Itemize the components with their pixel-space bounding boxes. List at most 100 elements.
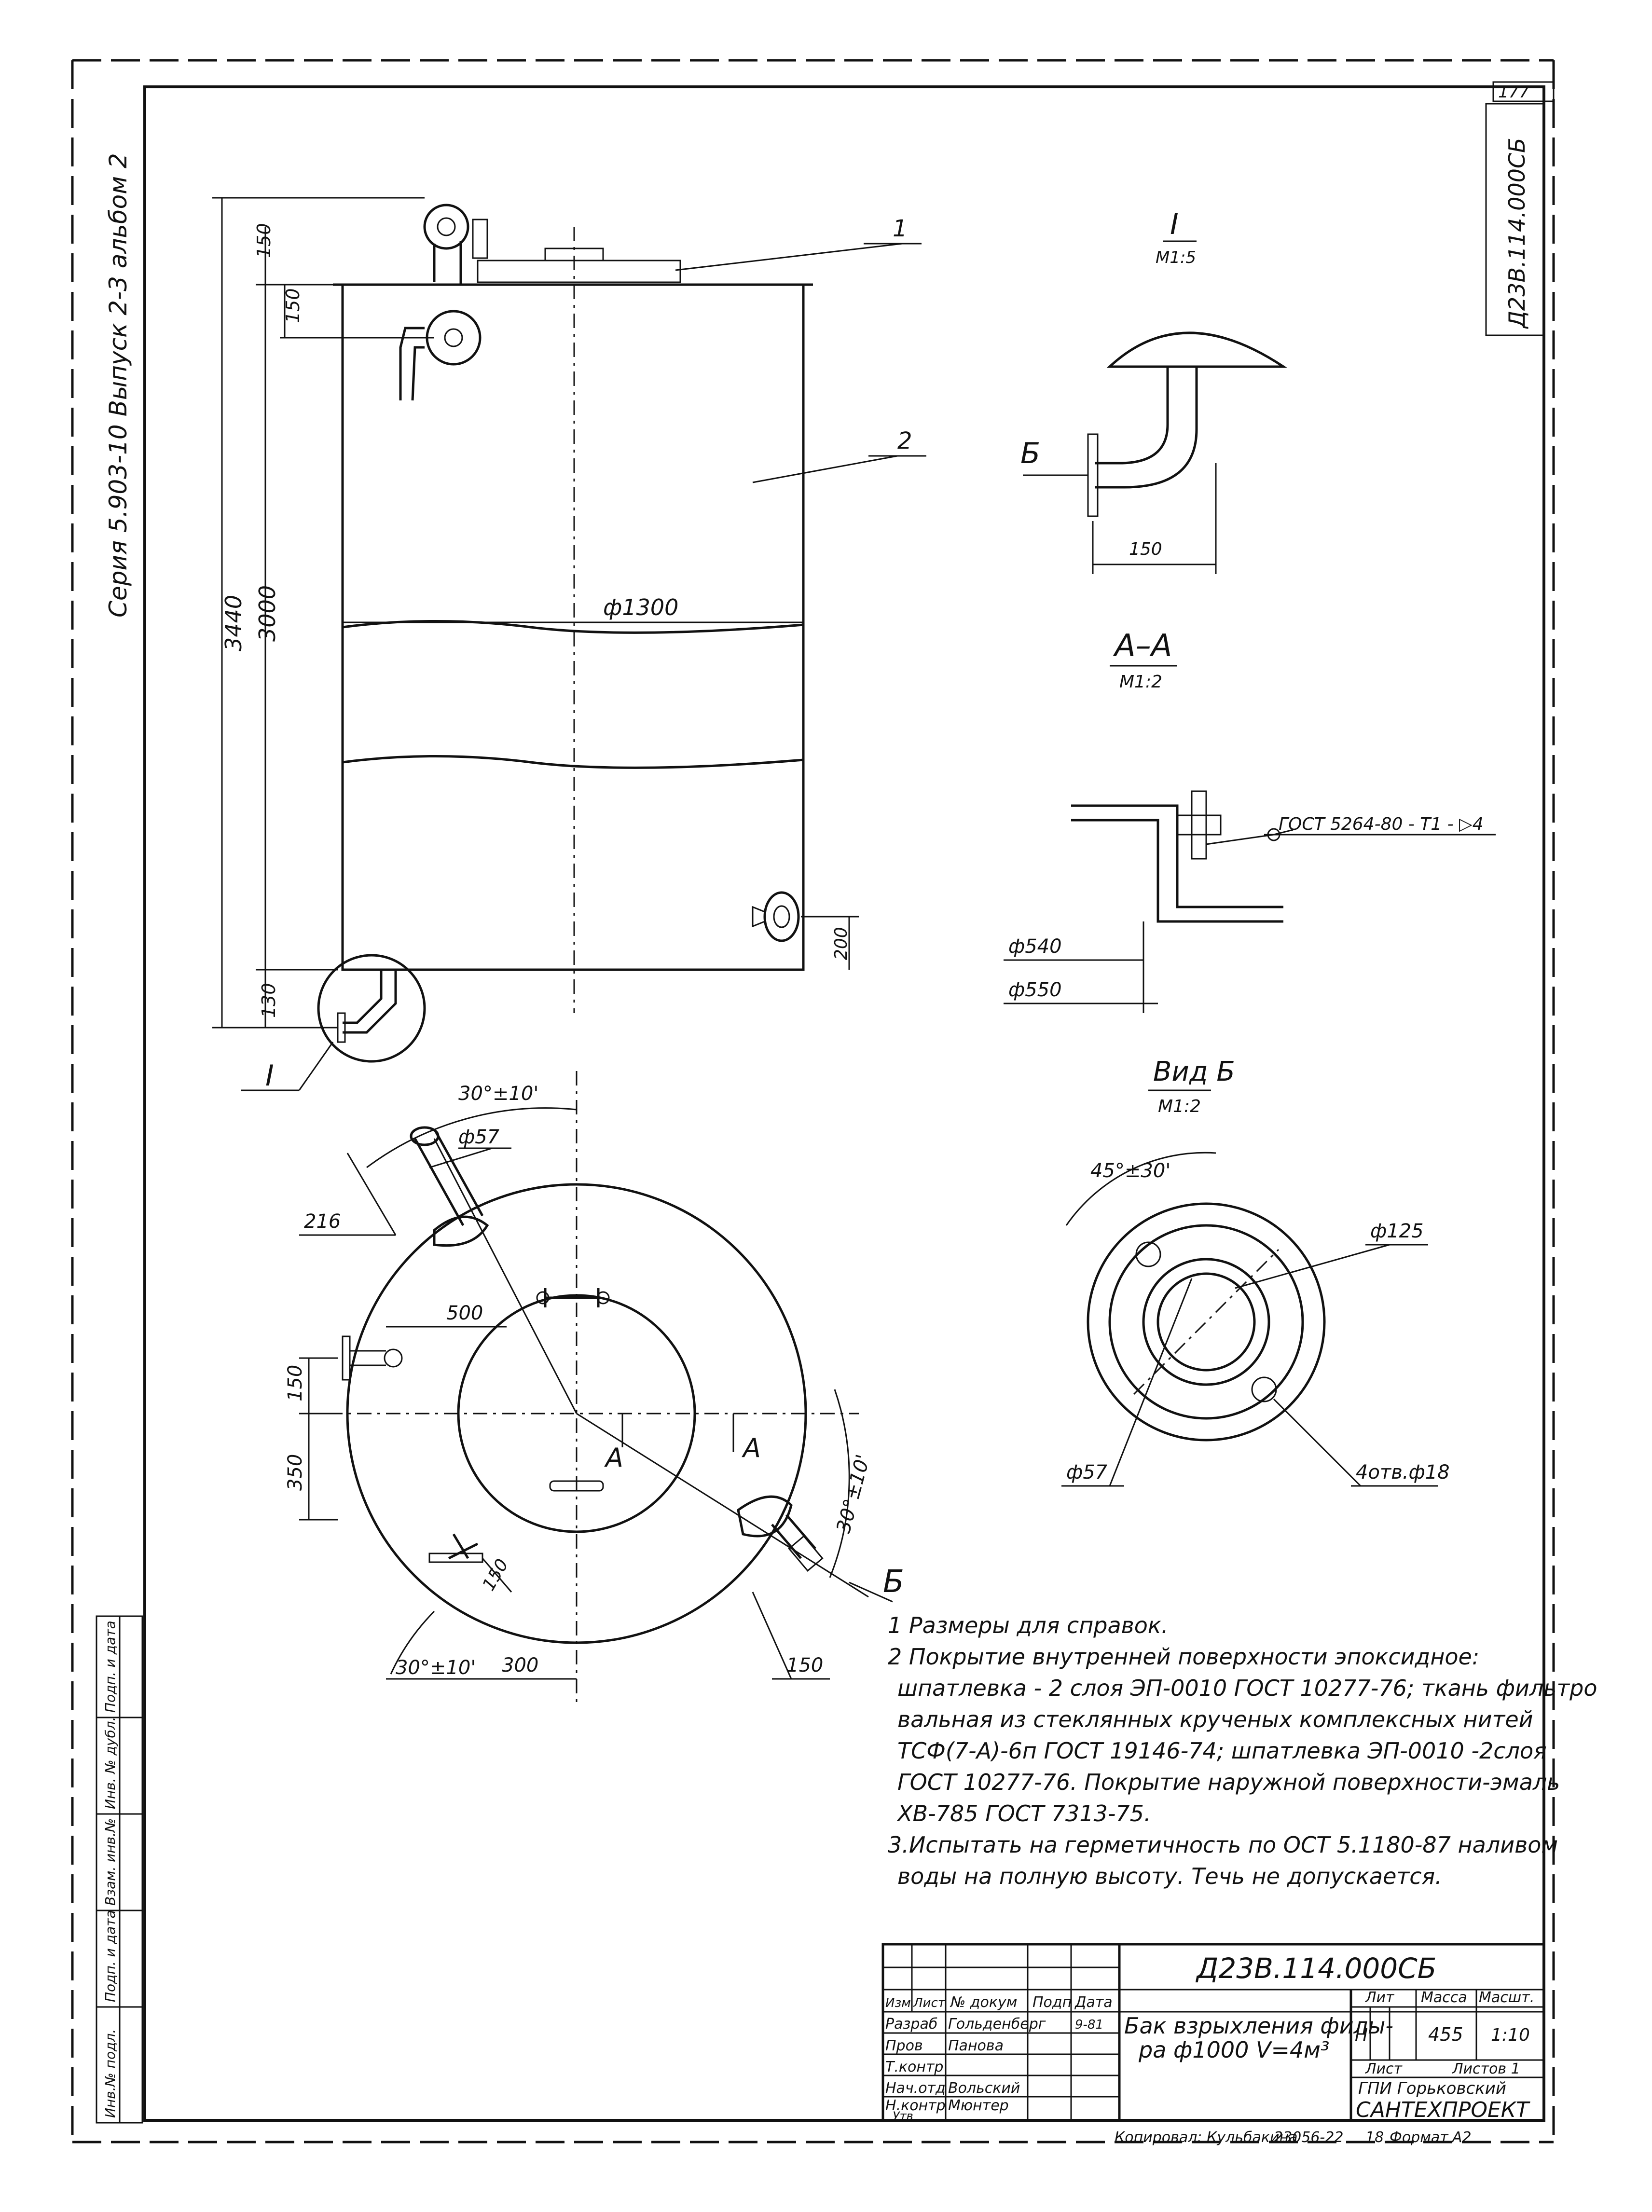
doc-code-rotated: Д23В.114.000СБ	[1504, 137, 1530, 329]
plan-d216: 216	[304, 1210, 341, 1233]
dim-3440: 3440	[220, 595, 247, 651]
dim-130: 130	[258, 983, 279, 1018]
section-AA-dia550: ф550	[1008, 979, 1062, 1001]
callout-2: 2	[897, 427, 912, 454]
footer-number: 23056-22	[1274, 2129, 1343, 2146]
note-2: 2 Покрытие внутренней поверхности эпокси…	[888, 1644, 1479, 1670]
series-label: Серия 5.903-10 Выпуск 2-3 альбом 2	[104, 153, 132, 618]
plan-section-A-right: А	[742, 1433, 761, 1463]
section-AA-title: А–А	[1113, 628, 1172, 664]
section-AA-dia540: ф540	[1008, 935, 1062, 958]
hdr-izm: Изм	[885, 1996, 911, 2010]
note-2-line-5: ГОСТ 10277-76. Покрытие наружной поверхн…	[897, 1769, 1560, 1795]
hdr-listov: Листов 1	[1452, 2061, 1520, 2077]
org-line1: ГПИ Горьковский	[1358, 2079, 1506, 2098]
detail-I-scale: М1:5	[1156, 248, 1196, 267]
plan-d500: 500	[446, 1302, 483, 1324]
detail-I-title: I	[1170, 207, 1179, 241]
view-B-dia125: ф125	[1370, 1220, 1424, 1242]
dim-dia-1300: ф1300	[603, 594, 678, 620]
plan-d150-bottom: 150	[786, 1654, 823, 1676]
view-I-label: I	[265, 1059, 274, 1093]
footer-format-label: Формат	[1390, 2129, 1449, 2146]
plan-view: 30°±10' ф57 216 500 150 350 А А	[284, 1071, 904, 1703]
plan-dia57: ф57	[458, 1126, 500, 1148]
plan-d150: 150	[284, 1365, 306, 1401]
left-stamp: Инв.№ подл. Подп. и дата Взам. инв.№ Инв…	[96, 1615, 143, 2124]
value-lit: Н	[1355, 2025, 1368, 2045]
hdr-masshtab: Масшт.	[1479, 1989, 1534, 2006]
name-nkontr: Мюнтер	[948, 2097, 1009, 2114]
title-designation: Д23В.114.000СБ	[1195, 1952, 1436, 1985]
stamp-inv-podl: Инв.№ подл.	[102, 2029, 118, 2118]
role-razrab: Разраб	[885, 2016, 937, 2033]
role-tkontr: Т.контр	[885, 2059, 943, 2075]
title-name-line2: ра ф1000 V=4м³	[1138, 2037, 1329, 2063]
note-2-line-3: вальная из стеклянных крученых комплексн…	[897, 1706, 1533, 1732]
callout-1: 1	[893, 215, 908, 242]
plan-angle-top: 30°±10'	[458, 1083, 538, 1105]
view-B-holes: 4отв.ф18	[1356, 1461, 1450, 1484]
date-razrab: 9-81	[1075, 2018, 1103, 2032]
plan-d300: 300	[502, 1654, 538, 1676]
stamp-podp-data-2: Подп. и дата	[102, 1621, 118, 1713]
elevation-view: I 3440 3000 150 150 130 200 ф1300 1 2	[212, 197, 926, 1093]
title-name-line1: Бак взрыхления филы-	[1124, 2013, 1393, 2039]
role-nachotd: Нач.отд	[885, 2080, 946, 2097]
view-B: Вид Б М1:2 45°±30' ф125 ф57 4отв.ф18	[1061, 1056, 1450, 1487]
role-utv: Утв	[893, 2109, 913, 2123]
dim-200: 200	[831, 927, 851, 960]
view-B-title: Вид Б	[1153, 1056, 1235, 1087]
footer-copied: Копировал: Кульбакина	[1115, 2129, 1297, 2146]
plan-d350: 350	[284, 1454, 306, 1491]
hdr-ndoc: № докум	[950, 1994, 1017, 2011]
value-masshtab: 1:10	[1491, 2025, 1530, 2045]
section-AA: А–А М1:2 ГОСТ 5264-80 - Т1 - ▷4 ф540 ф55…	[1004, 628, 1496, 1013]
note-2-line-4: ТСФ(7-А)-6п ГОСТ 19146-74; шпатлевка ЭП-…	[897, 1738, 1547, 1764]
view-B-scale: М1:2	[1158, 1097, 1201, 1116]
hdr-podp: Подп	[1032, 1994, 1072, 2011]
role-prov: Пров	[885, 2037, 923, 2054]
section-AA-scale: М1:2	[1119, 672, 1162, 692]
footer-format: А2	[1451, 2129, 1472, 2146]
sheet-number: 177	[1498, 82, 1529, 102]
role-nkontr: Н.контр	[885, 2097, 946, 2114]
notes: 1 Размеры для справок. 2 Покрытие внутре…	[888, 1612, 1597, 1889]
sheet-border	[71, 59, 1555, 2143]
title-block: Д23В.114.000СБ Бак взрыхления филы- ра ф…	[881, 1943, 1545, 2123]
footer: Копировал: Кульбакина 23056-22 18 Формат…	[1115, 2129, 1472, 2146]
plan-angle-bottom: 30°±10'	[396, 1657, 476, 1679]
dim-150-top: 150	[253, 223, 275, 258]
hdr-list2: Лист	[1365, 2061, 1403, 2077]
stamp-vzam-inv: Взам. инв.№	[102, 1818, 118, 1906]
note-3: 3.Испытать на герметичность по ОСТ 5.118…	[888, 1832, 1558, 1858]
section-AA-gost: ГОСТ 5264-80 - Т1 - ▷4	[1279, 814, 1484, 834]
footer-sheet: 18	[1365, 2129, 1384, 2146]
view-B-dia57: ф57	[1066, 1461, 1108, 1484]
hdr-data: Дата	[1074, 1994, 1113, 2011]
view-B-angle: 45°±30'	[1090, 1160, 1170, 1182]
note-1: 1 Размеры для справок.	[888, 1612, 1168, 1638]
detail-I-dim150: 150	[1129, 539, 1162, 559]
dim-3000: 3000	[254, 585, 280, 642]
detail-I: I М1:5 Б 150	[1020, 207, 1288, 574]
name-prov: Панова	[948, 2037, 1004, 2054]
note-2-line-6: ХВ-785 ГОСТ 7313-75.	[896, 1800, 1151, 1827]
stamp-inv-dubl: Инв. № дубл.	[102, 1717, 118, 1809]
note-3-line-2: воды на полную высоту. Течь не допускает…	[897, 1863, 1442, 1889]
value-massa: 455	[1428, 2024, 1463, 2045]
hdr-list: Лист	[913, 1996, 946, 2010]
org-line2: САНТЕХПРОЕКТ	[1356, 2098, 1530, 2122]
note-2-line-2: шпатлевка - 2 слоя ЭП-0010 ГОСТ 10277-76…	[897, 1675, 1597, 1701]
name-nachotd: Вольский	[948, 2080, 1020, 2097]
name-razrab: Гольденберг	[948, 2016, 1046, 2033]
hdr-lit: Лит	[1365, 1989, 1395, 2006]
plan-angle-right: 30°±10'	[832, 1452, 874, 1536]
plan-view-B-marker: Б	[883, 1564, 904, 1600]
detail-I-arrow: Б	[1020, 437, 1040, 470]
hdr-massa: Масса	[1421, 1989, 1467, 2006]
stamp-podp-data-1: Подп. и дата	[102, 1910, 118, 2002]
dim-150-second: 150	[282, 288, 303, 323]
plan-section-A-left: А	[604, 1443, 623, 1473]
